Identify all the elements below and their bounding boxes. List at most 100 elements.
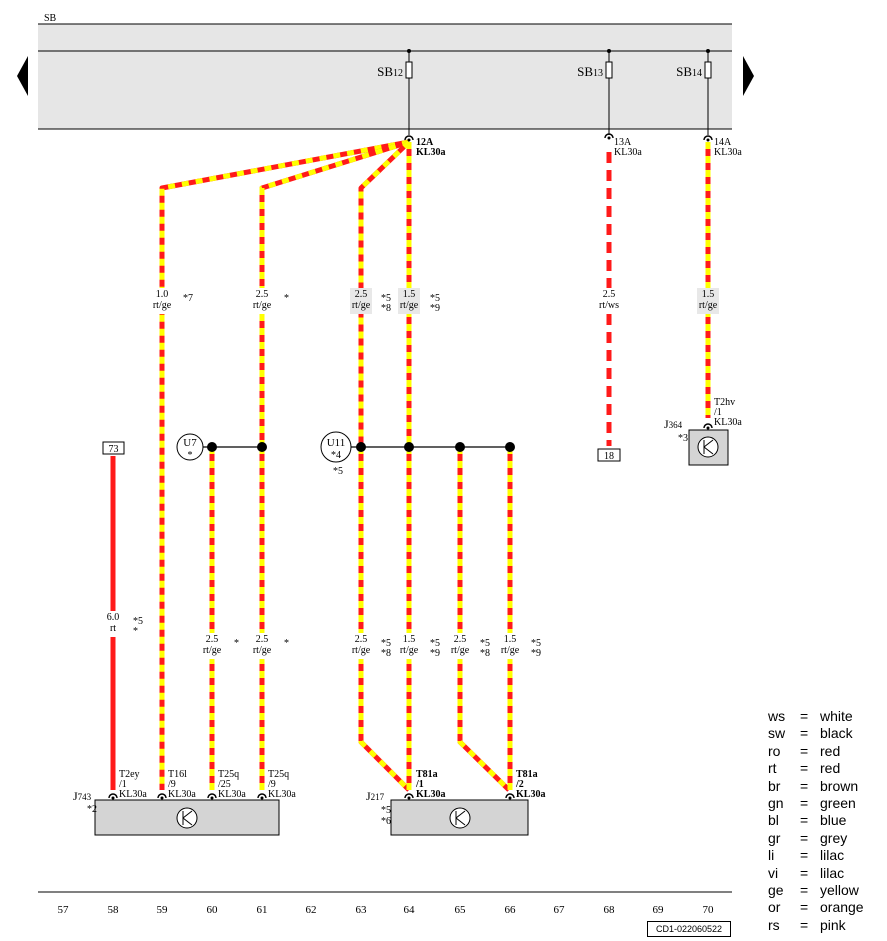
wire-note-line: *9	[430, 303, 440, 314]
reference-code: CD1-022060522	[647, 921, 731, 937]
svg-text:SB13: SB13	[577, 64, 603, 79]
nav-right-arrow[interactable]	[743, 56, 754, 96]
svg-text:59: 59	[157, 904, 169, 916]
svg-text:*: *	[284, 293, 289, 304]
component-j364: J364 *3	[664, 417, 729, 466]
legend-row: or=orange	[768, 899, 864, 916]
legend-row: li=lilac	[768, 847, 845, 864]
svg-text:SB12: SB12	[377, 64, 403, 79]
svg-text:SB14: SB14	[676, 64, 702, 79]
wire-col65-lower	[457, 447, 511, 792]
svg-text:63: 63	[356, 904, 368, 916]
fuse-sb14: SB14	[676, 49, 712, 135]
legend-row: br=brown	[768, 777, 859, 794]
svg-text:58: 58	[108, 904, 120, 916]
svg-text:1.0rt/ge: 1.0rt/ge	[153, 289, 172, 311]
wire-col61-upper	[259, 139, 410, 447]
wires	[110, 139, 711, 792]
bus-label: SB	[44, 13, 57, 24]
wire-note-line: *8	[381, 648, 391, 659]
legend-row: rs=pink	[768, 916, 846, 933]
wire-note-line: *8	[480, 648, 490, 659]
wire-col59-upper	[159, 139, 410, 790]
legend-row: vi=lilac	[768, 864, 845, 881]
wire-note-line: *	[133, 626, 138, 637]
svg-text:*6: *6	[381, 816, 391, 827]
legend-row: ws=white	[768, 708, 853, 724]
legend-row: gn=green	[768, 795, 856, 812]
wire-col63-lower	[358, 447, 411, 792]
svg-text:*2: *2	[87, 804, 97, 815]
legend-row: bl=blue	[768, 812, 847, 829]
svg-text:69: 69	[653, 904, 665, 916]
svg-text:70: 70	[703, 904, 715, 916]
svg-text:57: 57	[58, 904, 70, 916]
component-j743: J743 *2	[73, 789, 280, 836]
svg-text:*4: *4	[331, 450, 341, 461]
svg-text:18: 18	[604, 451, 614, 462]
svg-text:62: 62	[306, 904, 317, 916]
component-j217: J217 *5 *6	[366, 789, 529, 836]
legend-row: ge=yellow	[768, 882, 859, 899]
fuse-sb13: SB13	[577, 49, 613, 135]
reference-18[interactable]: 18	[597, 448, 621, 462]
fuse-box-band	[38, 24, 732, 129]
svg-text:*5*9: *5*9	[430, 293, 440, 314]
legend-row: rt=red	[768, 760, 841, 777]
connector-pin-markers	[108, 423, 713, 800]
wire-col63-upper	[358, 140, 411, 447]
legend-row: sw=black	[768, 725, 853, 742]
nav-left-arrow[interactable]	[17, 56, 28, 96]
reference-73[interactable]: 73	[102, 441, 125, 455]
wire-note-line: *5	[480, 638, 490, 649]
fuse-terminal-markers	[404, 133, 713, 142]
svg-text:6.0rt: 6.0rt	[107, 612, 120, 634]
svg-text:2.5rt/ge: 2.5rt/ge	[352, 289, 371, 311]
svg-text:1.5rt/ge: 1.5rt/ge	[699, 289, 718, 311]
svg-text:64: 64	[404, 904, 416, 916]
column-numbers: 57 58 59 60 61 62 63 64 65 66 67 68 69 7…	[58, 904, 715, 916]
wire-note-line: *5	[430, 293, 440, 304]
legend-row: gr=grey	[768, 829, 848, 846]
svg-text:*5*8: *5*8	[381, 638, 391, 659]
svg-text:60: 60	[207, 904, 219, 916]
svg-text:*5*9: *5*9	[531, 638, 541, 659]
splice-u7: U7 *	[176, 433, 267, 461]
svg-text:2.5rt/ge: 2.5rt/ge	[203, 634, 222, 656]
svg-text:*: *	[188, 450, 193, 461]
svg-text:2.5rt/ws: 2.5rt/ws	[599, 289, 619, 311]
svg-text:1.5rt/ge: 1.5rt/ge	[400, 634, 419, 656]
svg-text:1.5rt/ge: 1.5rt/ge	[400, 289, 419, 311]
svg-text:68: 68	[604, 904, 616, 916]
svg-text:*7: *7	[183, 293, 193, 304]
fuse-sb12: SB12	[377, 49, 413, 135]
wire-note-line: *5	[531, 638, 541, 649]
color-legend: ws=white sw=black ro=red rt=red br=brown…	[768, 708, 880, 934]
svg-text:*: *	[284, 638, 289, 649]
wire-note-line: *9	[531, 648, 541, 659]
wire-note-line: *8	[381, 303, 391, 314]
svg-text:J217: J217	[366, 789, 385, 803]
svg-text:67: 67	[554, 904, 566, 916]
svg-text:1.5rt/ge: 1.5rt/ge	[501, 634, 520, 656]
svg-text:66: 66	[505, 904, 517, 916]
legend-row: ro=red	[768, 742, 841, 759]
